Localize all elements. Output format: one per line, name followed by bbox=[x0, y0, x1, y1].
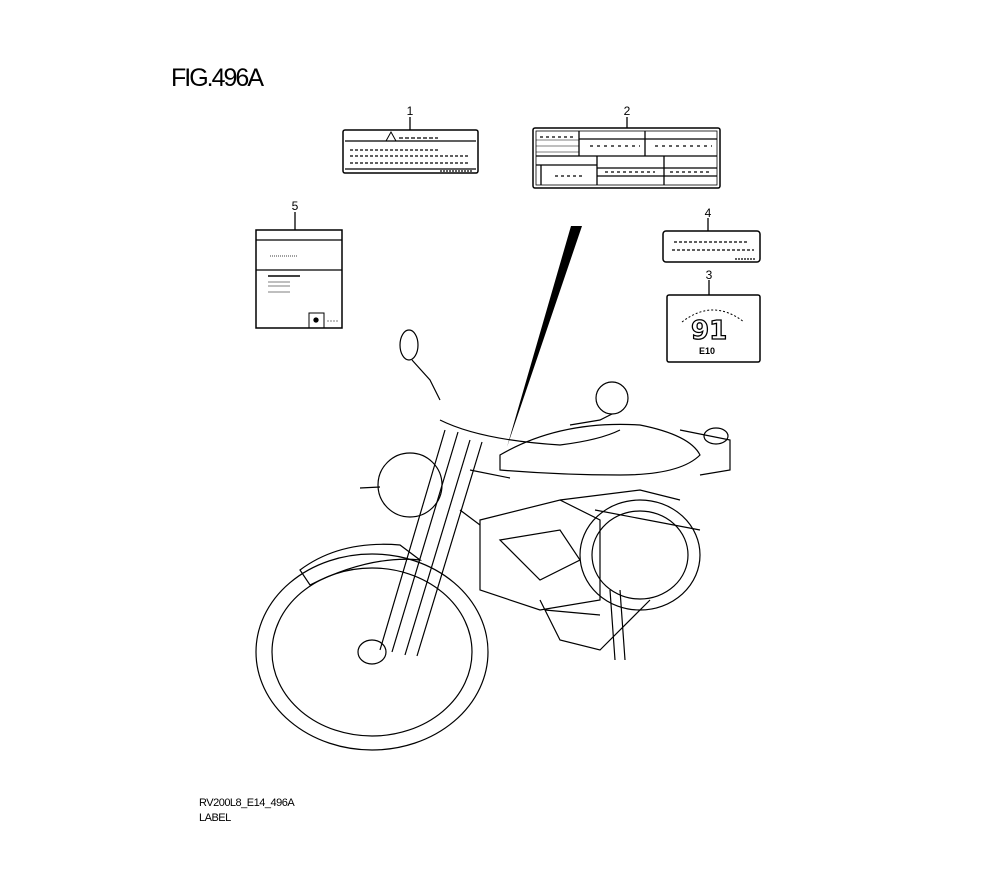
ethanol-mark: E10 bbox=[699, 346, 716, 356]
label-2-spec-table[interactable] bbox=[532, 117, 721, 189]
callout-4: 4 bbox=[704, 206, 712, 220]
motorcycle-illustration bbox=[255, 329, 731, 751]
callout-1: 1 bbox=[406, 104, 414, 118]
diagram-name: LABEL bbox=[199, 812, 231, 824]
label-1-warning[interactable] bbox=[342, 117, 479, 174]
label-3-fuel[interactable] bbox=[666, 280, 761, 363]
diagram-code: RV200L8_E14_496A bbox=[199, 797, 295, 809]
pointer-arrow bbox=[507, 226, 582, 447]
callout-5: 5 bbox=[291, 199, 299, 213]
callout-3: 3 bbox=[705, 268, 713, 282]
callout-2: 2 bbox=[623, 104, 631, 118]
figure-title: FIG.496A bbox=[171, 64, 264, 92]
label-4[interactable] bbox=[662, 218, 761, 263]
label-5-manual[interactable] bbox=[255, 212, 343, 329]
octane-number: 91 bbox=[690, 315, 728, 346]
warning-triangle-icon bbox=[385, 130, 397, 142]
